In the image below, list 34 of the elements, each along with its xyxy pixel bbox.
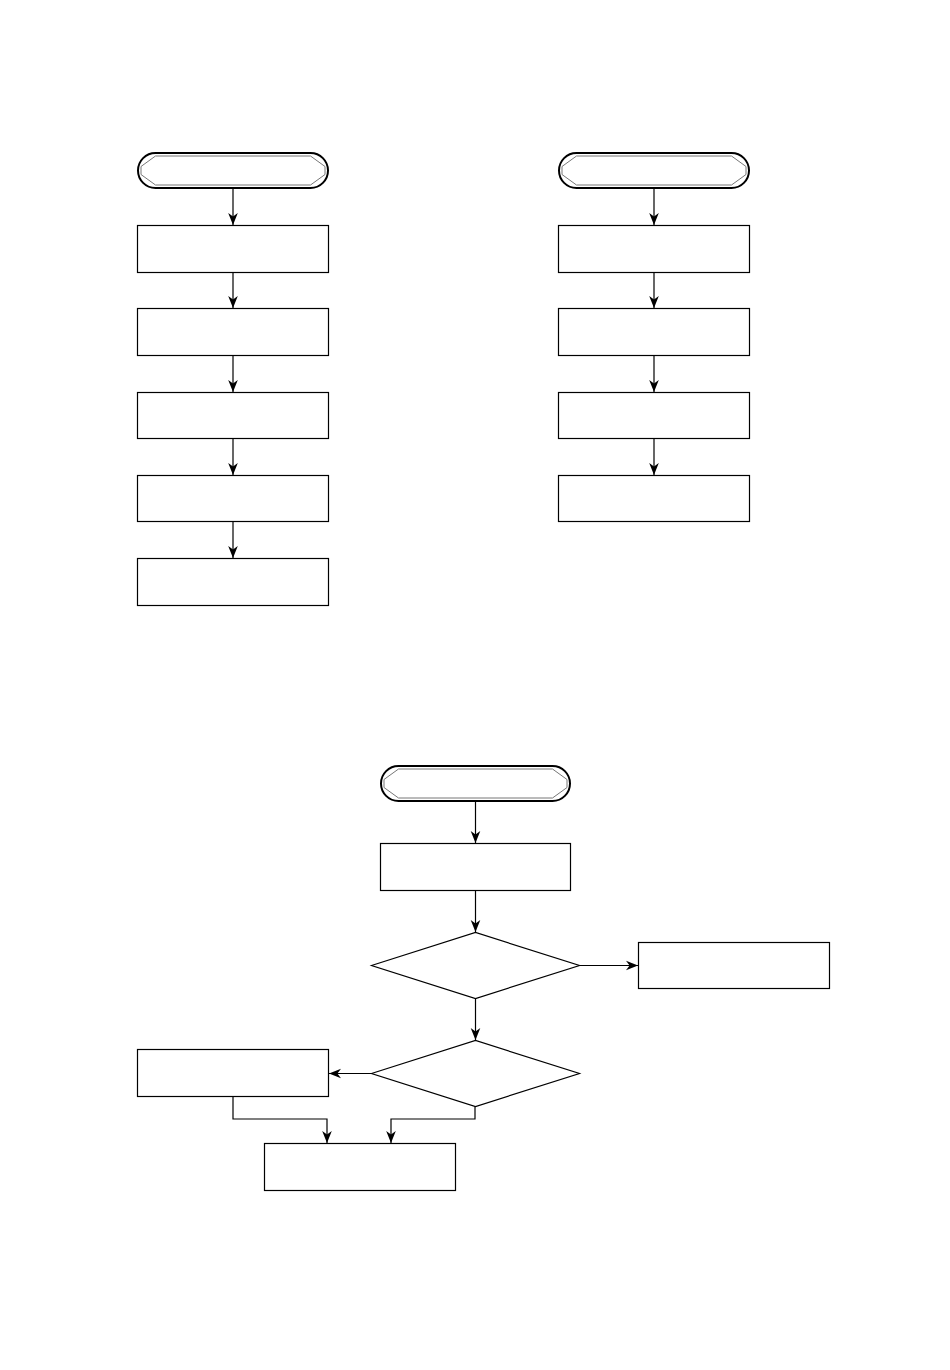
arrow xyxy=(649,272,659,309)
process-box xyxy=(558,475,750,522)
arrow xyxy=(470,890,481,933)
process-box xyxy=(558,225,750,273)
process-box xyxy=(558,392,750,439)
process-box xyxy=(137,392,329,439)
arrow xyxy=(649,438,659,476)
decision-diamond xyxy=(371,932,580,999)
arrow xyxy=(232,1096,332,1144)
arrow xyxy=(228,272,238,309)
arrow xyxy=(470,998,481,1041)
arrow xyxy=(228,188,238,226)
process-box xyxy=(137,1049,329,1097)
arrow xyxy=(649,355,659,393)
process-box xyxy=(137,475,329,522)
arrow xyxy=(228,355,238,393)
arrow xyxy=(228,521,238,559)
terminal-shape xyxy=(380,765,571,802)
terminal-shape xyxy=(558,152,750,189)
process-box xyxy=(380,843,571,891)
decision-diamond xyxy=(371,1040,580,1107)
process-box xyxy=(137,308,329,356)
process-box xyxy=(264,1143,456,1191)
arrow xyxy=(579,960,639,971)
process-box xyxy=(558,308,750,356)
arrow xyxy=(386,1106,476,1144)
arrow xyxy=(328,1068,372,1079)
process-box xyxy=(137,558,329,606)
terminal-shape xyxy=(137,152,329,189)
arrow xyxy=(228,438,238,476)
process-box xyxy=(638,942,830,989)
arrow xyxy=(470,801,481,844)
process-box xyxy=(137,225,329,273)
arrow xyxy=(649,188,659,226)
